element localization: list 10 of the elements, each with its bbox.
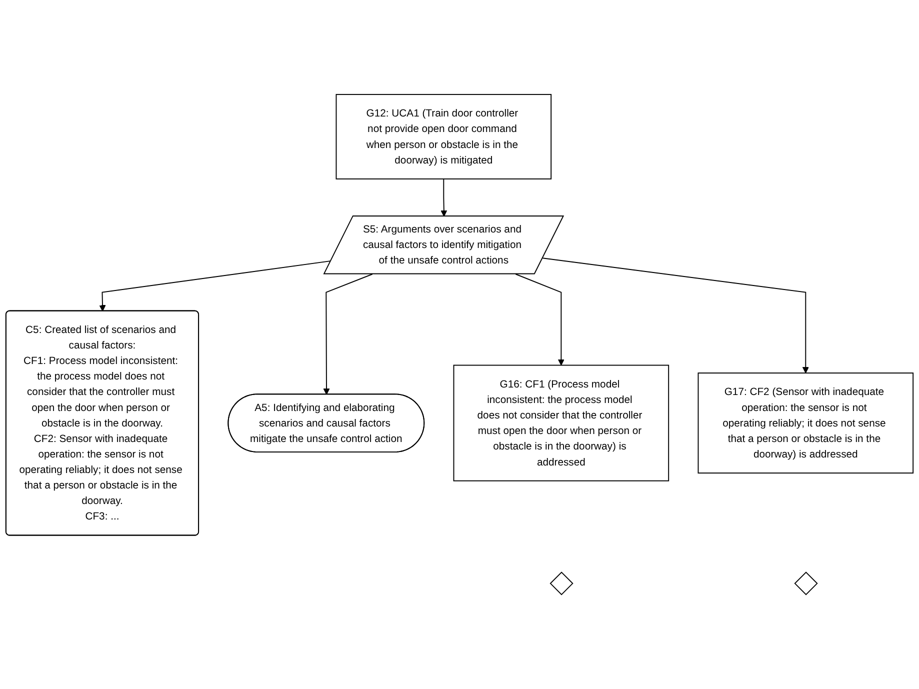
node-box: G16: CF1 (Process model inconsistent: the process model does not consider that the controller must open the door when person or obstacle is in the doorway) is addressed xyxy=(453,364,670,482)
arrow xyxy=(323,274,373,395)
node-diamond xyxy=(794,572,818,596)
node-diamond xyxy=(550,572,574,596)
arrow xyxy=(440,178,448,217)
node-box: G17: CF2 (Sensor with inadequate operation: the sensor is not operating reliably; it does not sense that a person or obstacle is in the doorway) is addressed xyxy=(698,372,914,474)
node-box: G12: UCA1 (Train door controller not provide open door command when person or obstacle is in the doorway) is mitigated xyxy=(336,94,552,180)
arrow xyxy=(515,274,564,366)
arrow xyxy=(542,258,809,374)
arrow xyxy=(99,260,332,312)
